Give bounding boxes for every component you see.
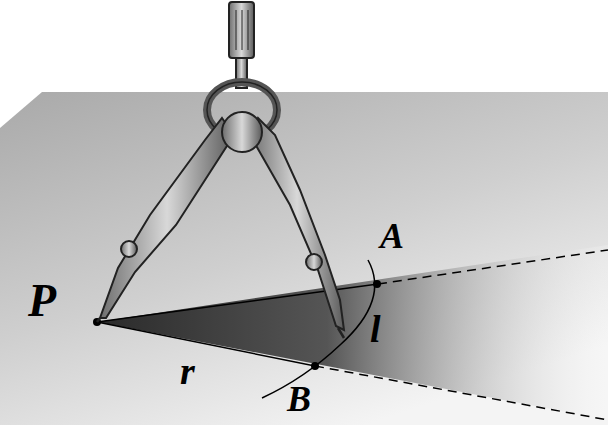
arc — [262, 260, 375, 398]
point-label: P — [28, 278, 56, 324]
ray-dashed — [378, 250, 608, 284]
point-label: l — [370, 310, 381, 348]
point — [93, 318, 101, 326]
point-label: A — [380, 218, 404, 254]
point — [311, 362, 319, 370]
ray — [97, 322, 315, 366]
point-label: r — [180, 352, 195, 390]
compass — [97, 2, 344, 338]
sector — [97, 245, 608, 420]
point-label: B — [287, 381, 311, 417]
point — [373, 280, 381, 288]
ray-dashed — [315, 366, 608, 420]
plane — [0, 92, 608, 425]
